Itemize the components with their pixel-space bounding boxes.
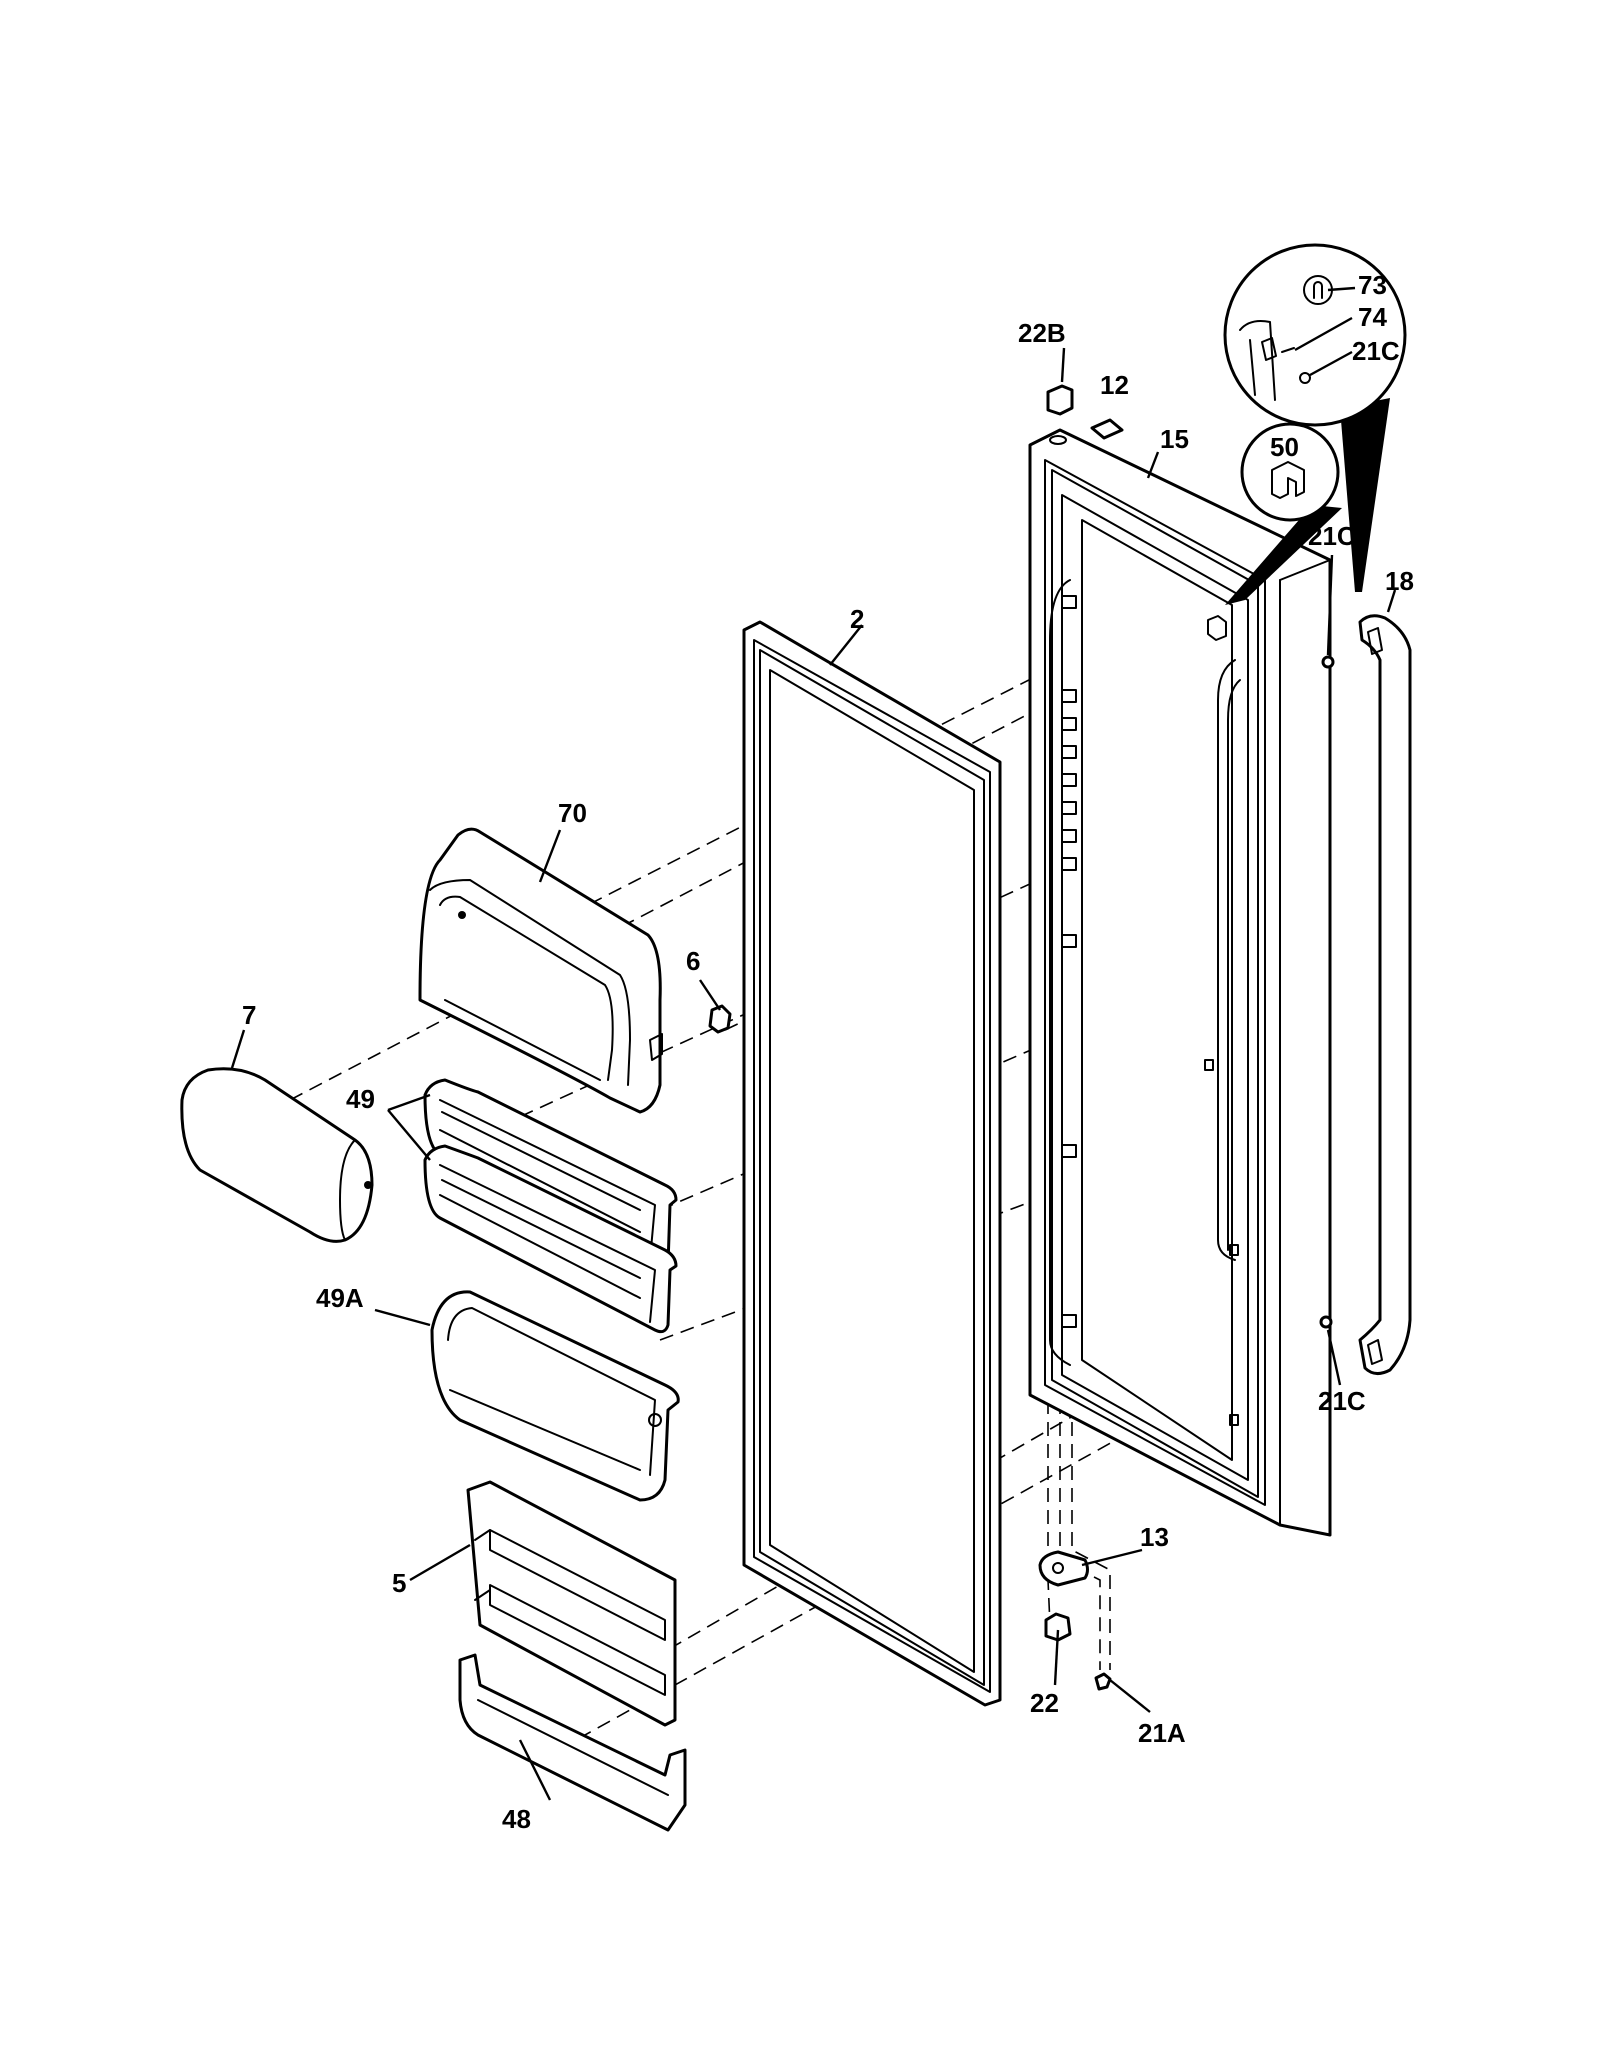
callout-21C-lower: 21C bbox=[1318, 1386, 1366, 1416]
callout-49A: 49A bbox=[316, 1283, 364, 1313]
part-21C-screw-lower bbox=[1319, 1315, 1333, 1329]
part-21A-screw bbox=[1094, 1672, 1112, 1691]
part-21C-screw-upper bbox=[1321, 655, 1335, 669]
detail-circle-73-74-21C bbox=[1223, 243, 1407, 592]
callout-21C-upper: 21C bbox=[1308, 521, 1356, 551]
leader-lines bbox=[230, 286, 1397, 1801]
part-15-door bbox=[1028, 428, 1332, 1537]
callout-74: 74 bbox=[1358, 302, 1387, 332]
callout-7: 7 bbox=[242, 1000, 256, 1030]
part-2-gasket bbox=[742, 620, 1002, 1707]
part-70-dairy-compartment bbox=[418, 827, 663, 1114]
callout-15: 15 bbox=[1160, 424, 1189, 454]
callout-6: 6 bbox=[686, 946, 700, 976]
callout-13: 13 bbox=[1140, 1522, 1169, 1552]
part-22B-bushing bbox=[1046, 384, 1074, 445]
callout-50: 50 bbox=[1270, 432, 1299, 462]
callout-73: 73 bbox=[1358, 270, 1387, 300]
callout-labels: 22B 12 15 73 74 21C 50 21C 18 2 70 6 7 4… bbox=[242, 270, 1414, 1834]
part-6-clip bbox=[708, 1004, 732, 1034]
callout-2: 2 bbox=[850, 604, 864, 634]
callout-21C-detail: 21C bbox=[1352, 336, 1400, 366]
part-18-handle bbox=[1358, 614, 1412, 1375]
callout-48: 48 bbox=[502, 1804, 531, 1834]
callout-22: 22 bbox=[1030, 1688, 1059, 1718]
part-49-door-bin-lower bbox=[423, 1144, 678, 1334]
part-5-shelf-rack bbox=[466, 1480, 677, 1727]
part-48-bottom-bin bbox=[458, 1653, 687, 1832]
callout-49: 49 bbox=[346, 1084, 375, 1114]
part-13-hinge bbox=[1038, 1550, 1089, 1587]
callout-5: 5 bbox=[392, 1568, 406, 1598]
detail-circle-50 bbox=[1225, 422, 1342, 605]
part-7-cover bbox=[180, 1067, 374, 1243]
part-49A-door-bin bbox=[430, 1290, 680, 1502]
part-22-bushing bbox=[1044, 1612, 1072, 1642]
callout-22B: 22B bbox=[1018, 318, 1066, 348]
callout-70: 70 bbox=[558, 798, 587, 828]
callout-18: 18 bbox=[1385, 566, 1414, 596]
callout-21A: 21A bbox=[1138, 1718, 1186, 1748]
callout-12: 12 bbox=[1100, 370, 1129, 400]
part-12-tab bbox=[1090, 418, 1124, 440]
